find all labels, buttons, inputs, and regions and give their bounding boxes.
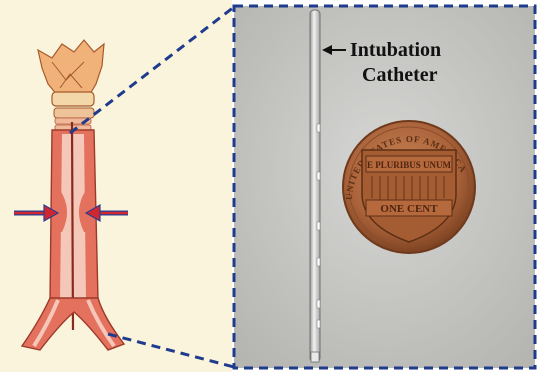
- catheter-label-line1: Intubation: [350, 38, 470, 63]
- catheter-label-line2: Catheter: [350, 63, 470, 88]
- left-panel-background: [0, 0, 232, 372]
- coin-shield-band-text: E PLURIBUS UNUM: [367, 160, 452, 170]
- catheter-label: Intubation Catheter: [350, 38, 470, 88]
- coin-shield-bottom-text: ONE CENT: [380, 203, 438, 215]
- intubation-catheter: [310, 10, 320, 362]
- cricoid-ring: [52, 92, 94, 106]
- penny-coin: UNITED STATES OF AMERICA E PLURIBUS UNUM…: [343, 121, 475, 253]
